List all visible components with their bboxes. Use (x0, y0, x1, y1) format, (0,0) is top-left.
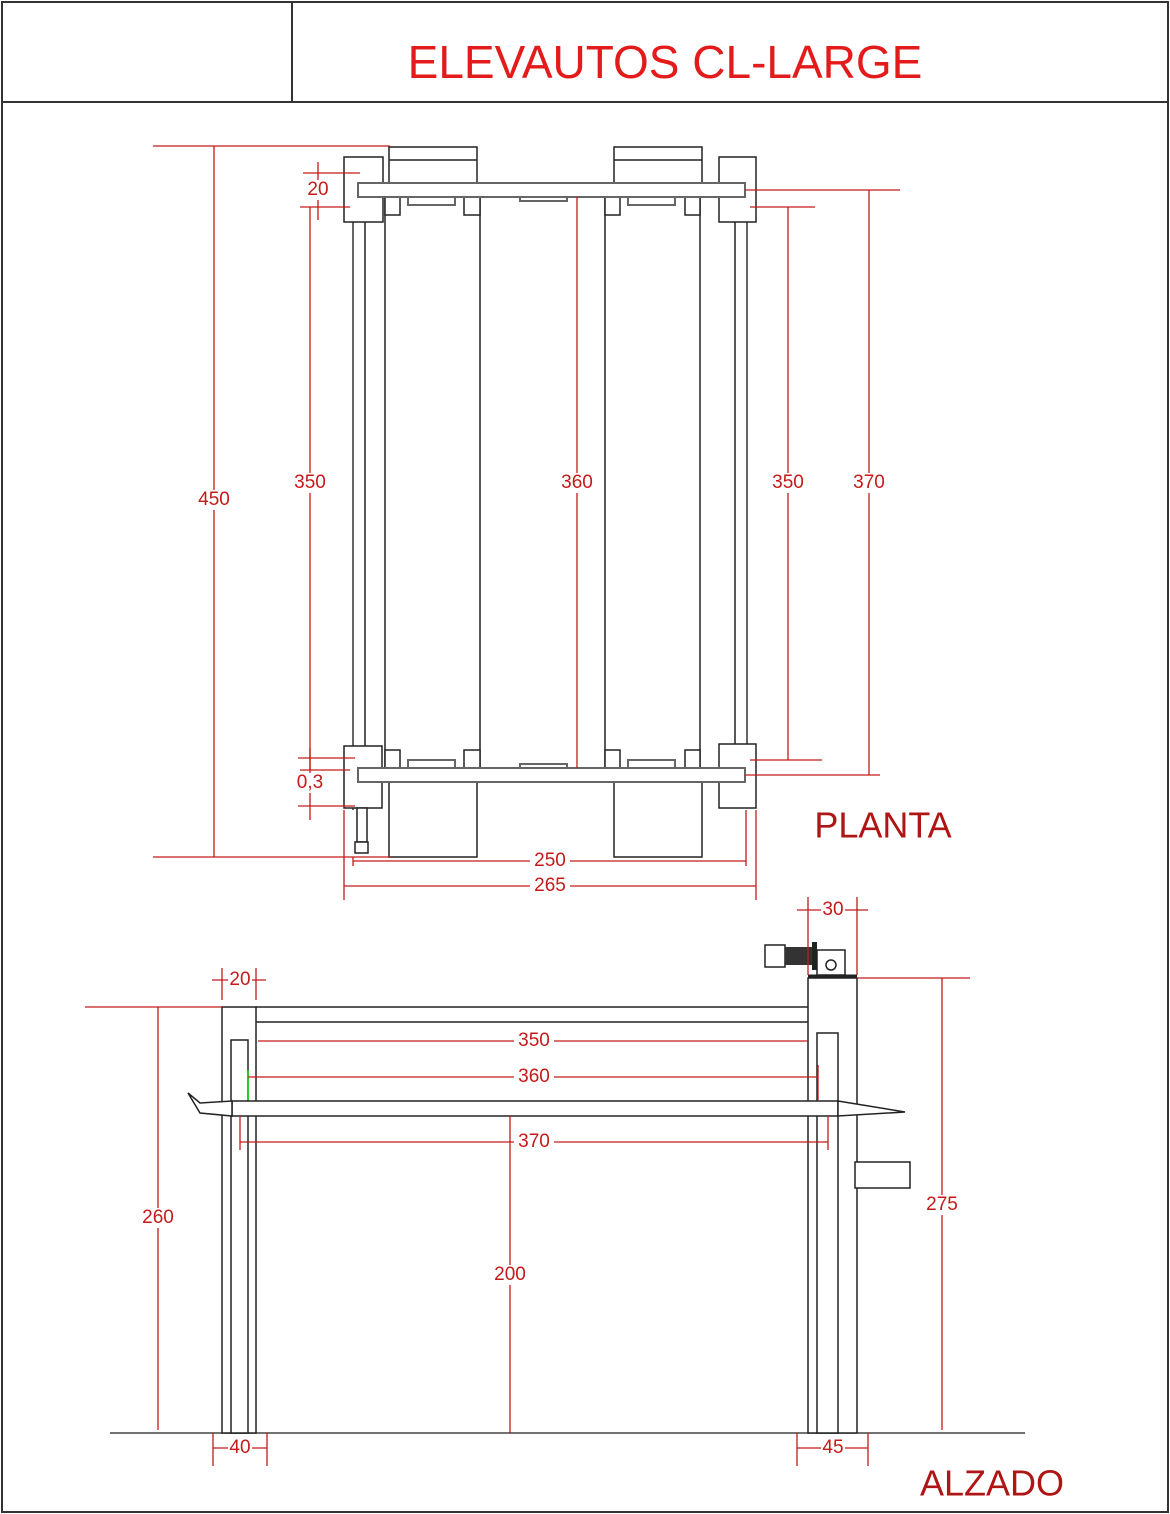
elevation-dimensions: 20 30 350 360 370 200 260 275 40 (85, 897, 1064, 1504)
dim-200: 200 (494, 1264, 526, 1285)
dim-350-left: 350 (294, 472, 326, 493)
plan-dimensions: 450 350 20 0,3 360 350 370 250 265 PLANT… (153, 145, 952, 900)
dim-370: 370 (853, 472, 885, 493)
drawing-title: ELEVAUTOS CL-LARGE (408, 36, 923, 88)
dim-450: 450 (198, 489, 230, 510)
dim-45: 45 (822, 1437, 843, 1458)
plan-view-label: PLANTA (814, 805, 951, 846)
dim-20: 20 (229, 969, 250, 990)
motor-icon (764, 942, 857, 978)
plan-view (343, 146, 757, 858)
dim-350: 350 (518, 1030, 550, 1051)
dim-20: 20 (307, 179, 328, 200)
dim-360: 360 (518, 1066, 550, 1087)
dim-265: 265 (534, 875, 566, 896)
dim-260: 260 (142, 1207, 174, 1228)
dim-275: 275 (926, 1194, 958, 1215)
dim-250: 250 (534, 850, 566, 871)
dim-0-3: 0,3 (297, 772, 323, 793)
dim-360: 360 (561, 472, 593, 493)
dim-370: 370 (518, 1131, 550, 1152)
dim-350-right: 350 (772, 472, 804, 493)
dim-30: 30 (822, 899, 843, 920)
dim-40: 40 (229, 1437, 250, 1458)
elevation-view-label: ALZADO (920, 1463, 1064, 1504)
elevation-view (110, 942, 1025, 1434)
